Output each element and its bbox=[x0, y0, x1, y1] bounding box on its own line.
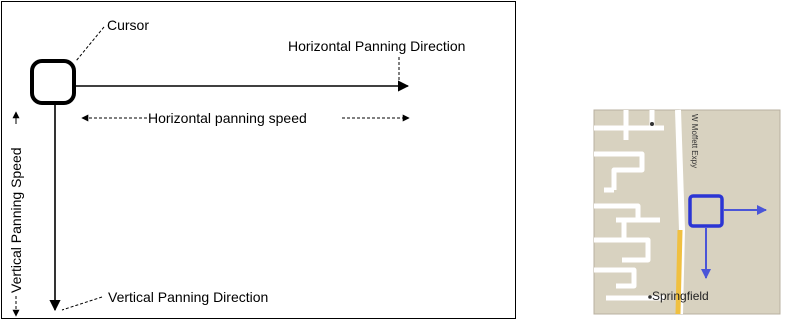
map-city-label: Springfield bbox=[652, 289, 709, 303]
horizontal-speed-label: Horizontal panning speed bbox=[148, 110, 307, 126]
map-streets bbox=[594, 110, 664, 301]
diagram-frame bbox=[1, 1, 516, 319]
map-city-dot bbox=[648, 295, 652, 299]
map-thumbnail: W Moffett Expy Springfield bbox=[593, 109, 781, 315]
vertical-direction-label: Vertical Panning Direction bbox=[108, 289, 268, 305]
vertical-direction-leader bbox=[61, 296, 103, 311]
map-background bbox=[593, 109, 781, 315]
vertical-speed-label: Vertical Panning Speed bbox=[8, 147, 24, 293]
map-road-label: W Moffett Expy bbox=[690, 114, 699, 168]
horizontal-direction-label: Horizontal Panning Direction bbox=[288, 38, 465, 54]
map-cursor-icon bbox=[688, 194, 724, 228]
cursor-label: Cursor bbox=[107, 17, 149, 33]
cursor-icon bbox=[30, 59, 76, 105]
map-point bbox=[650, 122, 654, 126]
cursor-diagram: Cursor Horizontal Panning Direction Hori… bbox=[1, 1, 516, 319]
map-highway-yellow bbox=[675, 229, 683, 315]
cursor-leader bbox=[75, 26, 105, 62]
